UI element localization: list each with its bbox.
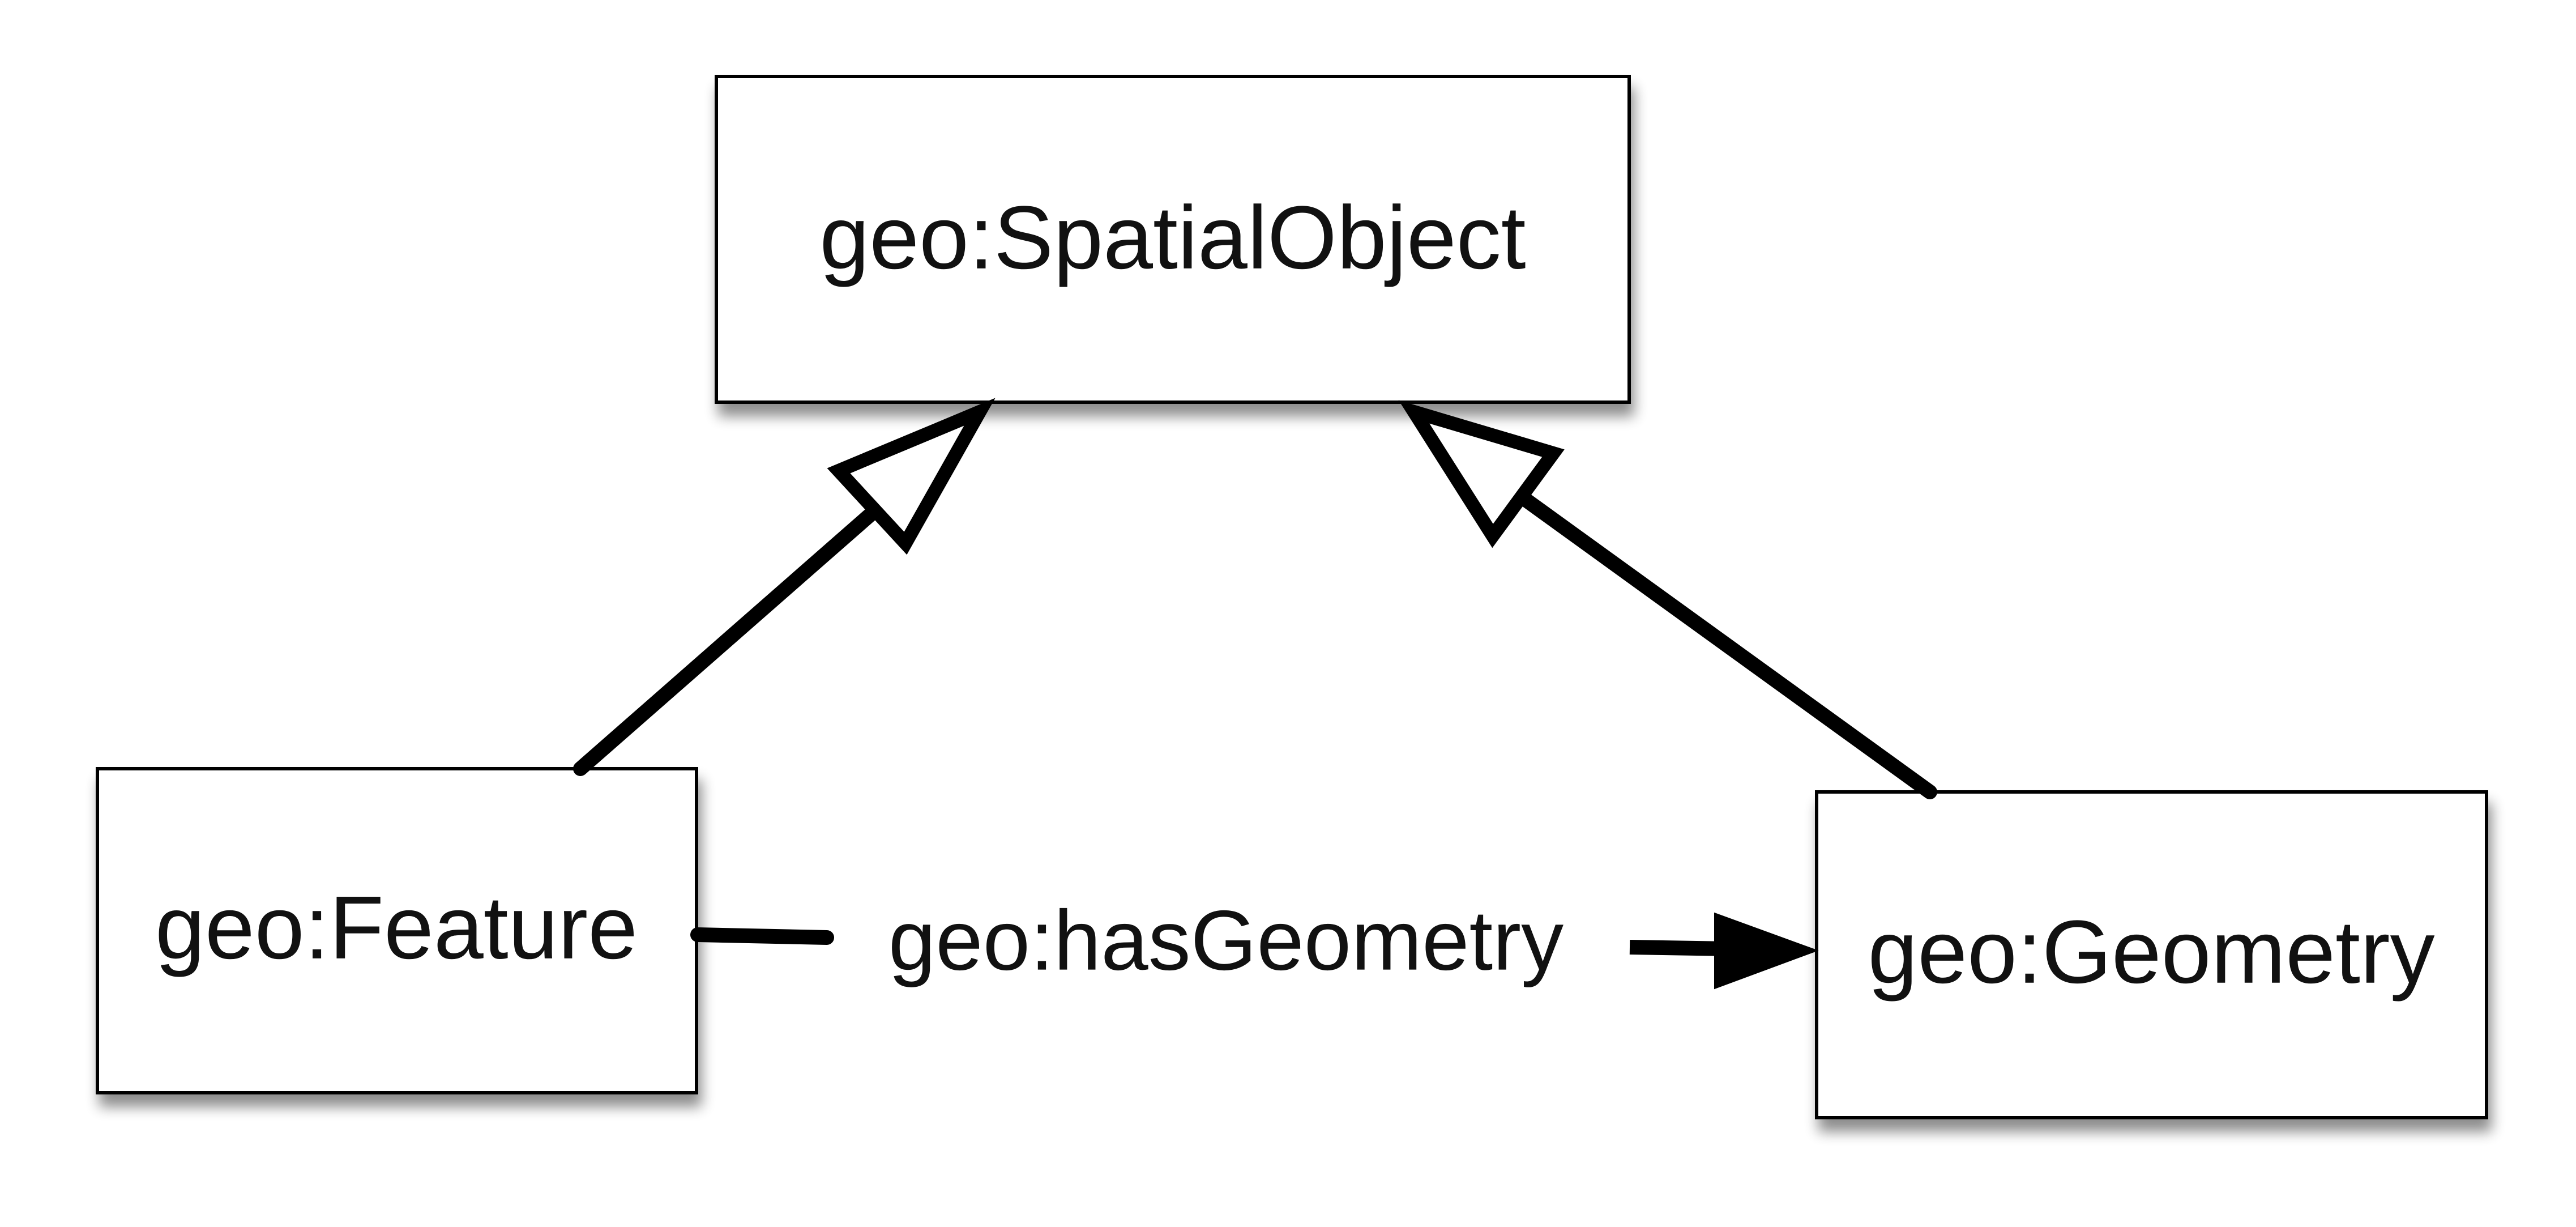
has-geometry-label: geo:hasGeometry [888,893,1563,988]
spatial-object-label: geo:SpatialObject [819,188,1526,288]
has-geometry-arrowhead [1714,912,1819,990]
geometry-generalization-line [1518,492,1937,799]
geometry-label: geo:Geometry [1868,902,2434,1002]
feature-label: geo:Feature [155,878,638,978]
has-geometry-association: geo:hasGeometry [690,893,1819,990]
spatial-object-box [715,75,1631,404]
has-geometry-line-start [690,927,834,945]
geometry-box [1815,790,2488,1119]
feature-class: geo:Feature [96,767,698,1094]
geometry-class: geo:Geometry [1815,790,2488,1119]
feature-generalization-edge [573,398,996,776]
geometry-generalization-edge [1398,400,1937,799]
geometry-generalization-arrowhead [1398,400,1565,548]
spatial-object-class: geo:SpatialObject [715,75,1631,404]
feature-box [96,767,698,1094]
feature-generalization-line [573,497,890,776]
feature-generalization-arrowhead [827,398,996,555]
